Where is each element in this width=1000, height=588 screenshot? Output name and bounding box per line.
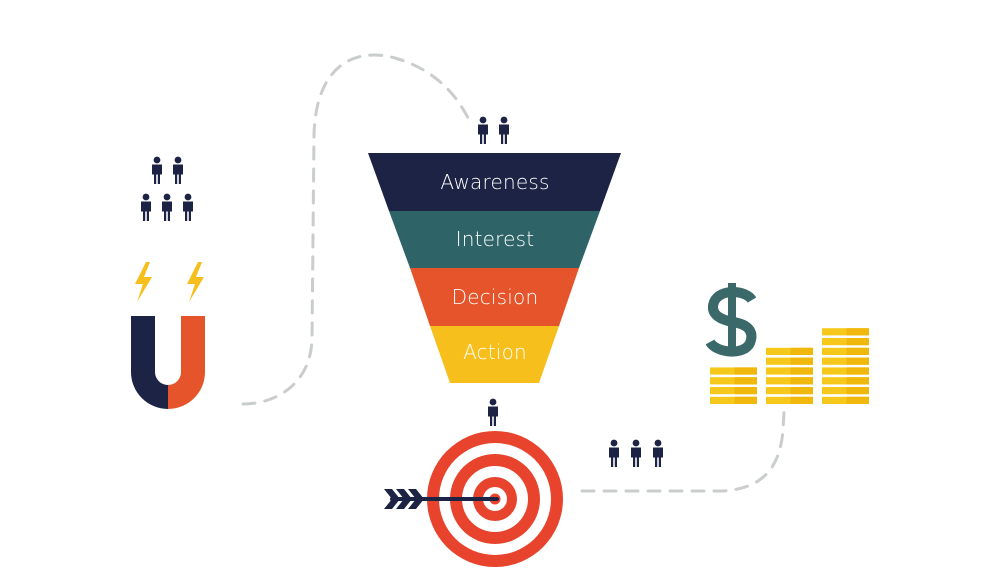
- person-icon: [499, 116, 509, 144]
- people-icon-single: [488, 398, 498, 426]
- coin: [710, 396, 757, 404]
- coin-shade: [846, 338, 869, 346]
- coin: [822, 367, 869, 375]
- funnel-label-awareness: Awareness: [440, 170, 549, 194]
- coin: [710, 387, 757, 395]
- coin-shade: [846, 328, 869, 336]
- coin-stack-icon: [710, 328, 869, 404]
- person-icon: [152, 156, 162, 184]
- person-icon: [478, 116, 488, 144]
- coin-shade: [846, 387, 869, 395]
- coin-shade: [790, 396, 813, 404]
- coin: [822, 347, 869, 355]
- coin-shade: [790, 357, 813, 365]
- lightning-icon: [187, 262, 204, 302]
- coin: [766, 377, 813, 385]
- coin: [710, 367, 757, 375]
- people-icon-group-top: [478, 116, 509, 144]
- people-icon-group-right: [609, 439, 663, 467]
- coin: [766, 367, 813, 375]
- coin: [710, 377, 757, 385]
- coin-shade: [790, 367, 813, 375]
- coin: [822, 338, 869, 346]
- funnel-stage-decision: [410, 268, 579, 326]
- lightning-icon: [135, 262, 152, 302]
- funnel-stage-awareness: [368, 153, 621, 211]
- coin-shade: [790, 377, 813, 385]
- coin-shade: [790, 347, 813, 355]
- coin-shade: [790, 387, 813, 395]
- person-icon: [183, 193, 193, 221]
- person-icon: [173, 156, 183, 184]
- coin: [822, 328, 869, 336]
- funnel-label-interest: Interest: [456, 227, 535, 251]
- people-icon-group-left: [141, 156, 193, 221]
- person-icon: [609, 439, 619, 467]
- arrow-icon: [384, 489, 499, 509]
- coin: [822, 387, 869, 395]
- coin-shade: [734, 377, 757, 385]
- coin: [766, 387, 813, 395]
- magnet-icon: [131, 316, 205, 409]
- journey-path-right: [580, 410, 786, 493]
- coin-shade: [734, 367, 757, 375]
- coin: [822, 357, 869, 365]
- coin: [822, 377, 869, 385]
- person-icon: [631, 439, 641, 467]
- dollar-sign-icon: [705, 283, 757, 357]
- coin-shade: [846, 367, 869, 375]
- coin: [822, 396, 869, 404]
- coin-shade: [846, 357, 869, 365]
- coin-shade: [846, 396, 869, 404]
- coin: [766, 396, 813, 404]
- funnel-stage-action: [430, 326, 559, 383]
- person-icon: [653, 439, 663, 467]
- coin-shade: [846, 347, 869, 355]
- funnel-label-decision: Decision: [452, 285, 539, 309]
- funnel-label-action: Action: [463, 340, 527, 364]
- coin-shade: [734, 387, 757, 395]
- funnel: Awareness Interest Decision Action: [368, 153, 621, 383]
- coin-shade: [846, 377, 869, 385]
- coin: [766, 347, 813, 355]
- person-icon: [141, 193, 151, 221]
- coin: [766, 357, 813, 365]
- journey-path-left: [241, 53, 472, 406]
- funnel-stage-interest: [389, 211, 600, 268]
- coin-shade: [734, 396, 757, 404]
- person-icon: [162, 193, 172, 221]
- person-icon: [488, 398, 498, 426]
